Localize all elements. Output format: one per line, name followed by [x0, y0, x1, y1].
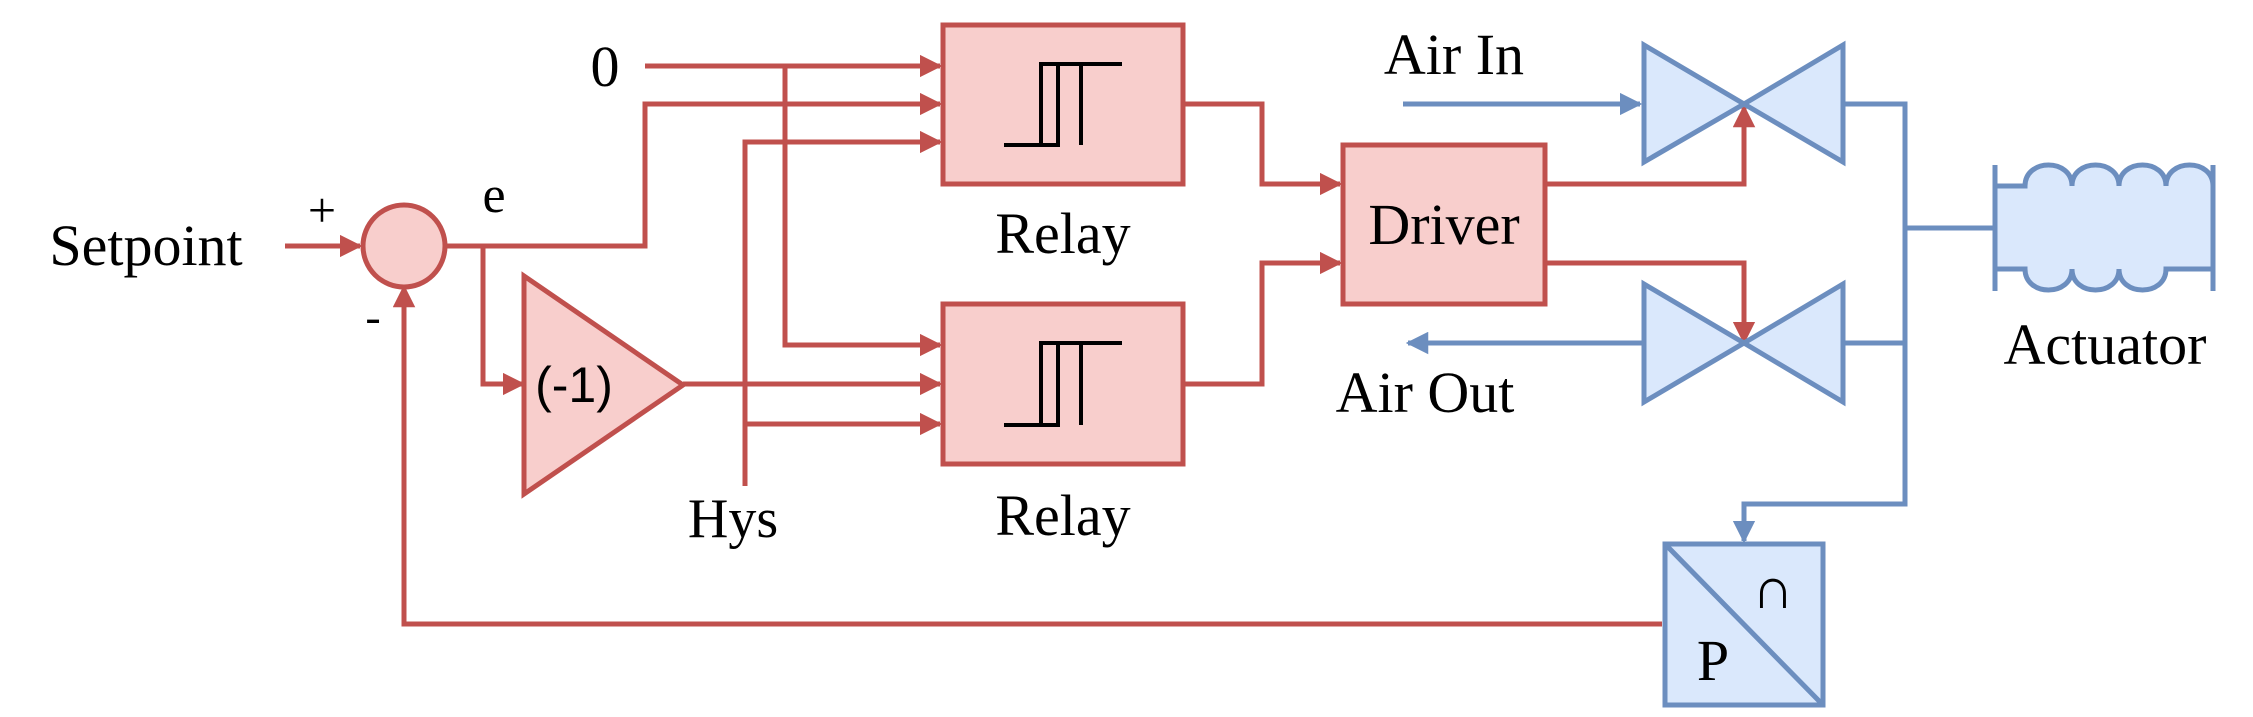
hys-label: Hys: [688, 488, 778, 550]
relay-top-to-driver-wire: [1184, 101, 1343, 196]
zero-label: 0: [591, 34, 620, 99]
relay-bottom: Relay: [940, 301, 1186, 548]
relay-top: Relay: [940, 22, 1186, 266]
relay-top-hysteresis-icon: [1004, 62, 1122, 147]
relay-bottom-hysteresis-icon-inner: [1039, 341, 1058, 425]
zero-to-relay-bottom-wire: [782, 66, 943, 357]
bus-to-transducer-line: [1732, 343, 1908, 544]
summing-junction: + - e: [308, 167, 506, 342]
relay-bottom-label: Relay: [995, 483, 1130, 548]
outlet-valve: [1641, 279, 1846, 407]
actuator-label: Actuator: [2004, 312, 2207, 377]
driver-to-inlet-valve-wire: [1546, 104, 1756, 187]
inlet-valve: [1641, 40, 1846, 167]
transducer-i-label: ∩: [1752, 556, 1794, 621]
driver-to-outlet-valve-wire: [1546, 260, 1756, 345]
inlet-valve-to-bus-line: [1843, 101, 1908, 346]
outlet-valve-left: [1641, 279, 1749, 407]
pneumatic-lines: [1403, 92, 1995, 544]
inlet-valve-right: [1739, 40, 1846, 167]
inlet-valve-left: [1641, 40, 1749, 167]
air-out-label: Air Out: [1336, 360, 1515, 425]
inverter-triangle: [521, 271, 688, 499]
actuator-bellows: [1992, 162, 2216, 293]
driver-label: Driver: [1368, 192, 1519, 257]
error-label: e: [482, 167, 505, 224]
driver: Driver: [1340, 142, 1548, 307]
inverter-gain: (-1): [521, 271, 688, 499]
error-to-relay-top-wire: [447, 92, 943, 249]
relay-top-label: Relay: [995, 201, 1130, 266]
transducer-p-label: P: [1697, 628, 1729, 693]
actuator: Actuator: [1992, 162, 2216, 377]
relay-bottom-to-driver-wire: [1184, 251, 1343, 387]
driver-box: [1340, 142, 1548, 307]
minus-sign: -: [365, 291, 380, 342]
pressure-transducer: P ∩: [1662, 541, 1826, 708]
relay-bottom-box: [940, 301, 1186, 467]
feedback-wire: [392, 284, 1662, 627]
relay-top-box: [940, 22, 1186, 187]
outlet-valve-right: [1739, 279, 1846, 407]
setpoint-label: Setpoint: [49, 213, 242, 278]
transducer-diagonal: [1663, 542, 1825, 707]
error-to-inverter-wire: [480, 246, 526, 396]
summing-circle: [360, 202, 448, 290]
signal-wires: [285, 54, 1756, 627]
plus-sign: +: [308, 182, 336, 238]
hys-to-relay-top-wire: [742, 130, 943, 486]
relay-top-hysteresis-icon-inner: [1039, 62, 1058, 145]
relay-bottom-hysteresis-icon: [1004, 341, 1122, 427]
air-in-label: Air In: [1384, 22, 1524, 87]
inverter-label: (-1): [535, 357, 613, 413]
